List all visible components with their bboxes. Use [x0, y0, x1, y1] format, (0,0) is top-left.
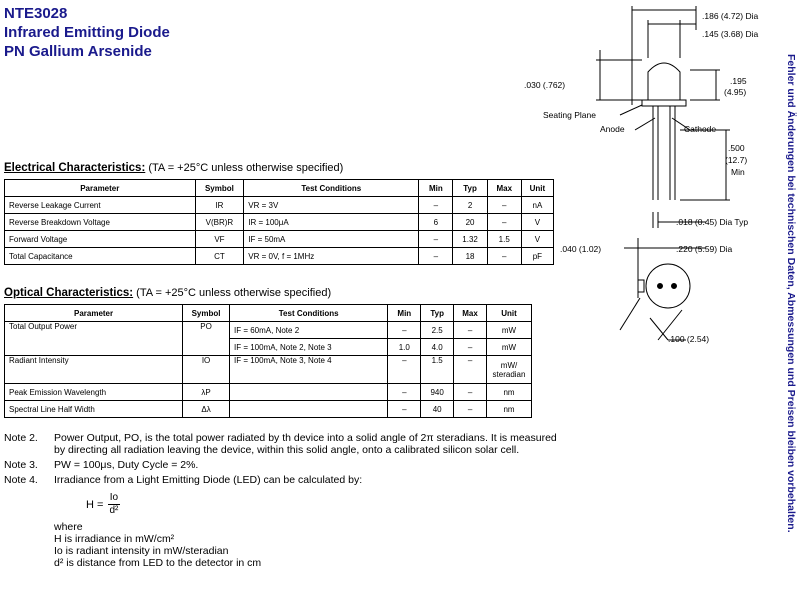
table-row: Reverse Breakdown Voltage V(BR)R IR = 10… — [4, 213, 555, 231]
optical-table: Parameter Symbol Test Conditions Min Typ… — [3, 304, 532, 418]
notes-section: Note 2. Power Output, PO, is the total p… — [4, 432, 564, 569]
table-row: Total Output Power PO IF = 60mA, Note 2 … — [3, 321, 532, 356]
anode-label: Anode — [600, 124, 625, 134]
irradiance-formula: H = Io d² — [86, 492, 121, 516]
table-header-row: Parameter Symbol Test Conditions Min Typ… — [3, 304, 532, 322]
part-description: Infrared Emitting Diode — [4, 24, 170, 41]
part-material: PN Gallium Arsenide — [4, 43, 152, 60]
dim-flange-thickness: .030 (.762) — [524, 80, 566, 90]
package-outline-diagram — [596, 6, 730, 341]
note-4: Note 4. Irradiance from a Light Emitting… — [4, 474, 363, 486]
table-row: Reverse Leakage Current IR VR = 3V – 2 –… — [4, 196, 555, 214]
optical-heading: Optical Characteristics: (TA = +25°C unl… — [4, 287, 332, 299]
dim-tab-width: .040 (1.02) — [560, 244, 602, 254]
note-3: Note 3. PW = 100μs, Duty Cycle = 2%. — [4, 459, 199, 471]
dim-lead-length-min: Min — [731, 167, 745, 177]
formula-legend: where H is irradiance in mW/cm² Io is ra… — [54, 521, 262, 569]
table-row: Spectral Line Half Width Δλ – 40 – nm — [3, 400, 532, 418]
table-row: Forward Voltage VF IF = 50mA – 1.32 1.5 … — [4, 230, 555, 248]
dim-lead-length-mm: (12.7) — [725, 155, 748, 165]
dim-lens-diameter: .145 (3.68) Dia — [702, 29, 759, 39]
table-row: Total Capacitance CT VR = 0V, f = 1MHz –… — [4, 247, 555, 265]
electrical-heading: Electrical Characteristics: (TA = +25°C … — [4, 162, 344, 174]
table-header-row: Parameter Symbol Test Conditions Min Typ… — [4, 179, 555, 197]
datasheet-title: NTE3028 Infrared Emitting Diode PN Galli… — [4, 4, 170, 61]
table-row: IF = 100mA, Note 2, Note 3 1.0 4.0 – mW — [5, 338, 532, 356]
seating-plane-label: Seating Plane — [543, 110, 596, 120]
dim-lead-spacing: .100 (2.54) — [668, 334, 710, 344]
electrical-table: Parameter Symbol Test Conditions Min Typ… — [4, 179, 555, 265]
dim-body-height: .195 — [730, 76, 747, 86]
part-number: NTE3028 — [4, 5, 68, 22]
cathode-label: Cathode — [684, 124, 717, 134]
dim-lead-length: .500 — [728, 143, 745, 153]
dim-outer-diameter: .186 (4.72) Dia — [702, 11, 759, 21]
note-2: Note 2. Power Output, PO, is the total p… — [4, 432, 557, 456]
dim-lead-diameter: .018 (0.45) Dia Typ — [676, 217, 749, 227]
dim-body-height-mm: (4.95) — [724, 87, 747, 97]
table-row: Peak Emission Wavelength λP – 940 – nm — [3, 383, 532, 401]
sidebar-disclaimer: Fehler und Änderungen bei technischen Da… — [785, 54, 797, 533]
table-row: Radiant Intensity IO IF = 100mA, Note 3,… — [3, 355, 532, 384]
dim-flange-diameter: .220 (5.59) Dia — [676, 244, 733, 254]
